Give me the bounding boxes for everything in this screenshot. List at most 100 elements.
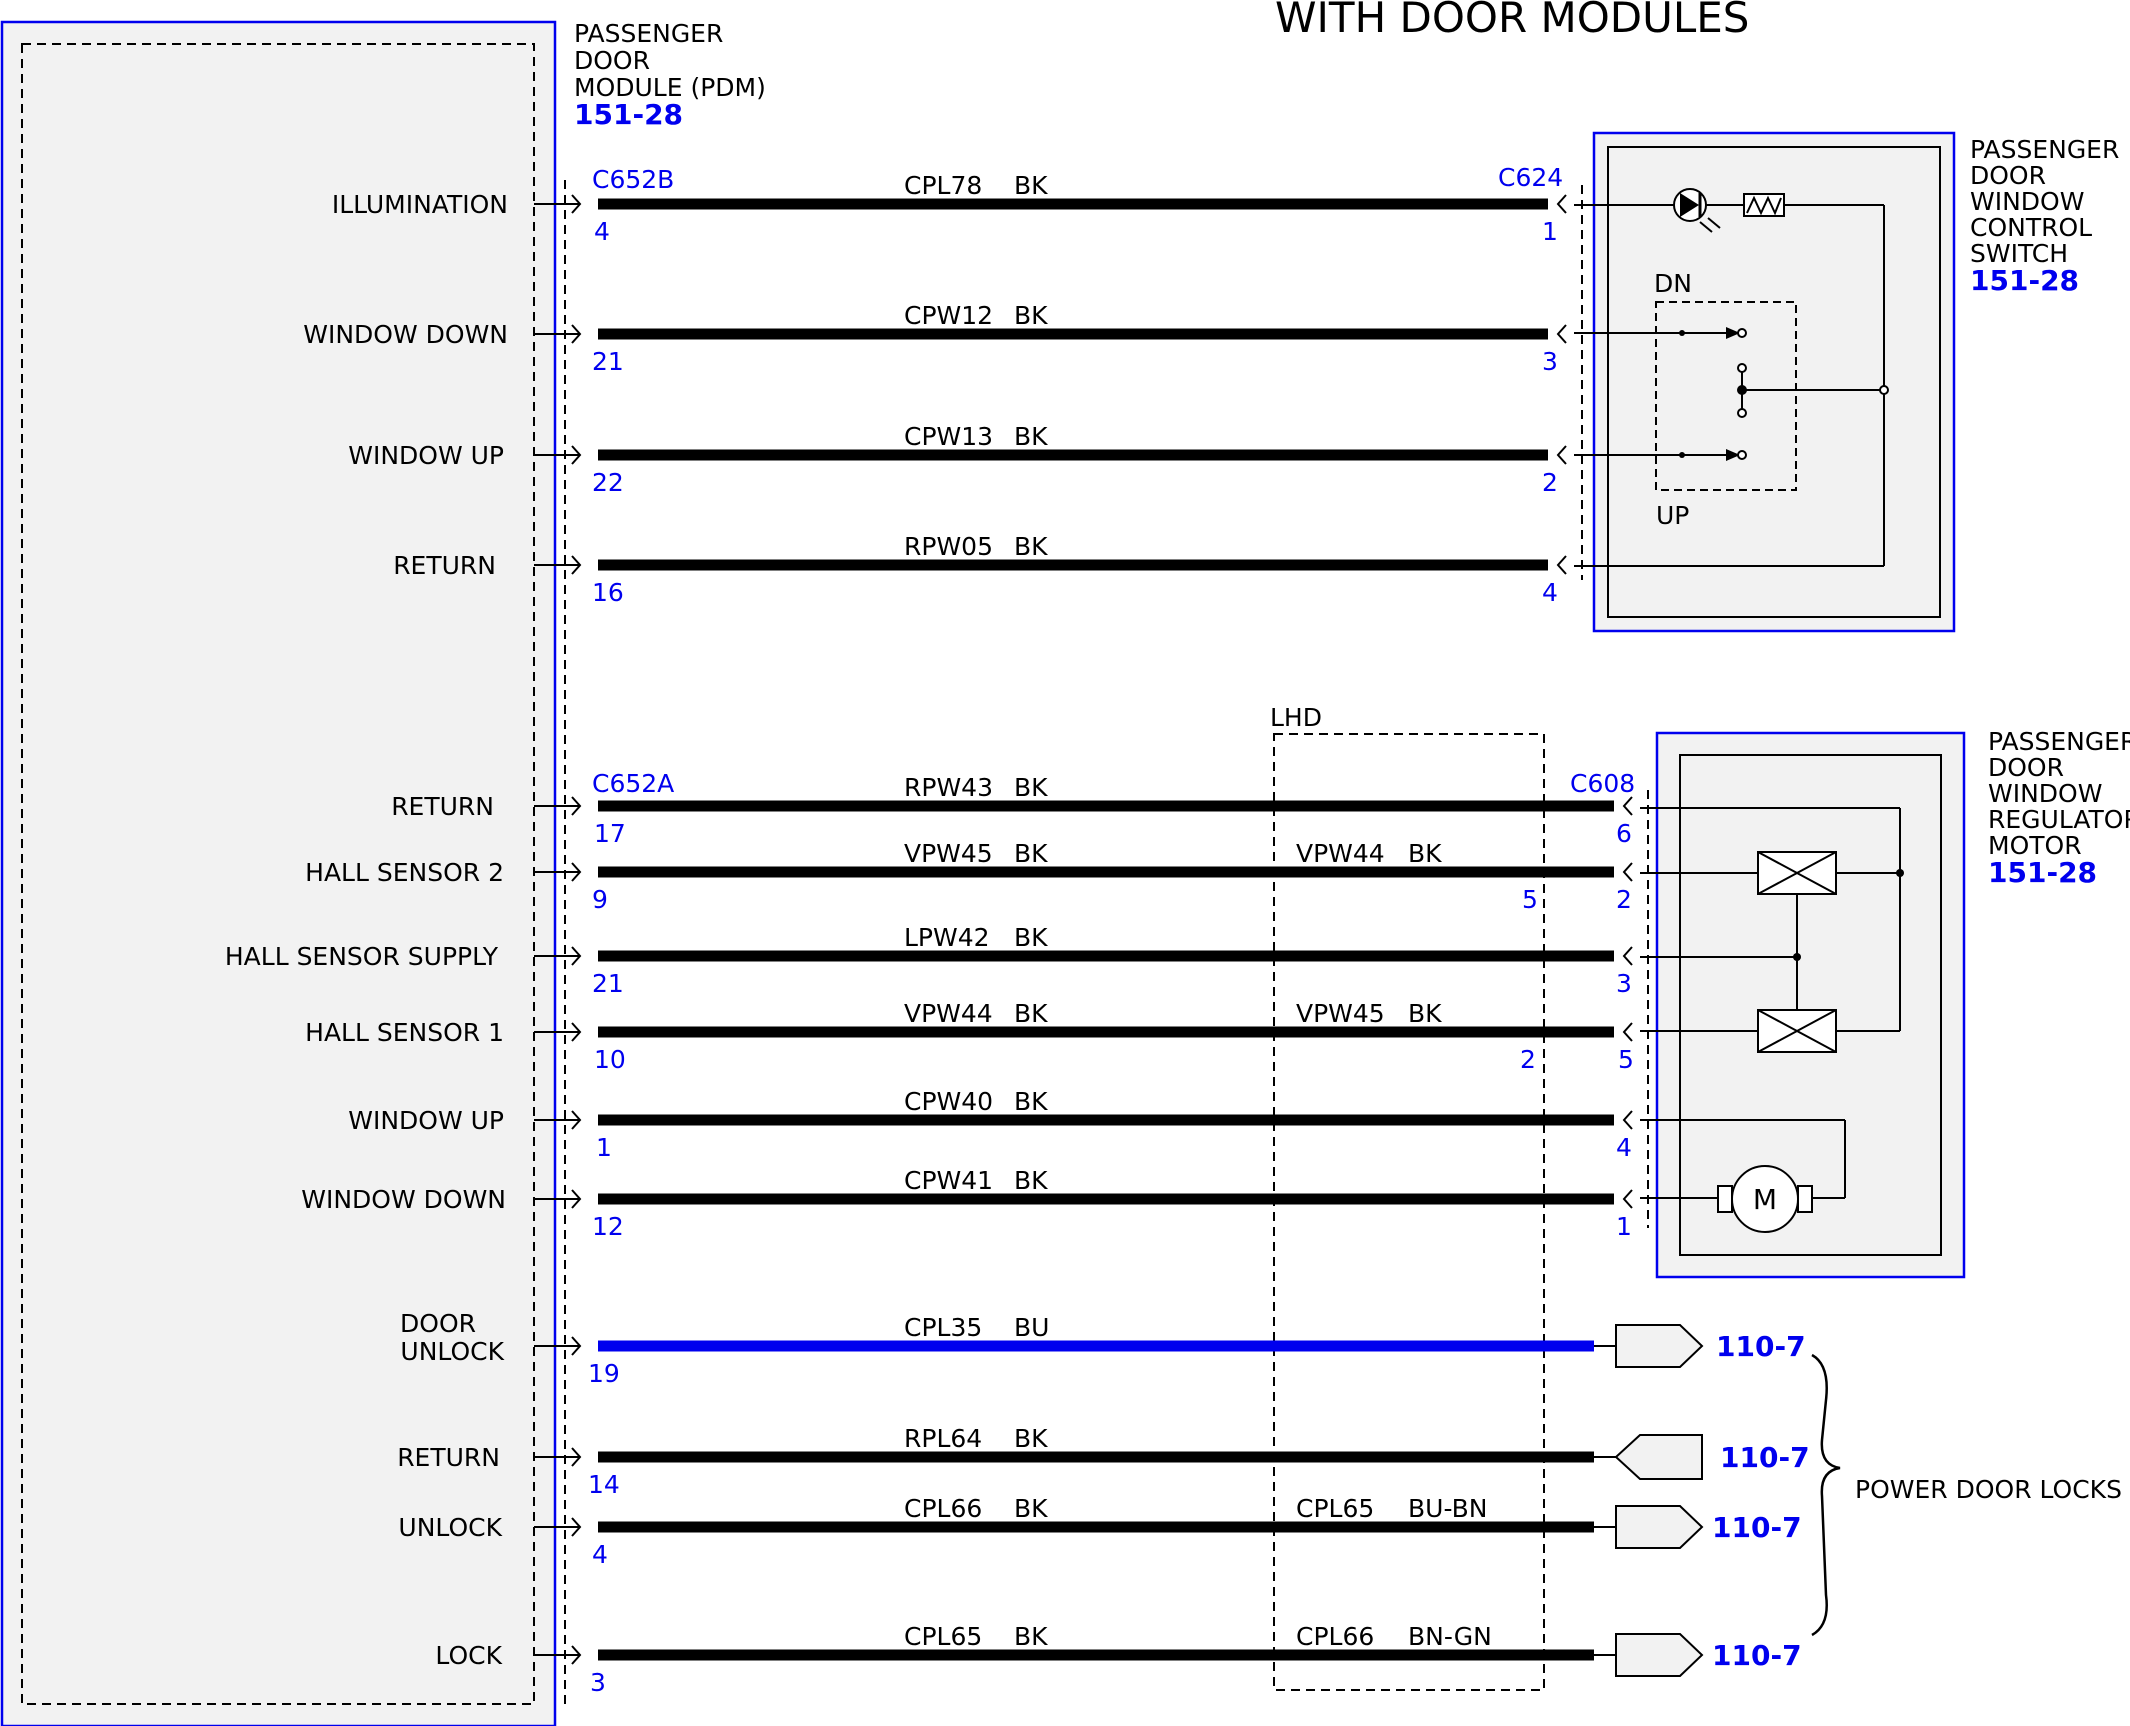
page-ref-link[interactable]: 110-7: [1712, 1511, 1802, 1544]
switch-label-line-3: WINDOW: [1970, 187, 2084, 216]
pin-right: 1: [1542, 217, 1558, 246]
switch-label-line-4: CONTROL: [1970, 213, 2092, 242]
connector-c624: C624: [1498, 163, 1563, 192]
pin-left: 22: [592, 468, 624, 497]
pin-left: 17: [594, 819, 626, 848]
wire-circuit: CPL78: [904, 171, 982, 200]
wire-color-code: BK: [1014, 1622, 1048, 1651]
wire-circuit: RPL64: [904, 1424, 982, 1453]
wire-circuit: CPL35: [904, 1313, 982, 1342]
pin-lhd: 2: [1520, 1045, 1536, 1074]
wire-color-code: BK: [1014, 301, 1048, 330]
pin-lhd: 5: [1522, 885, 1538, 914]
page-ref-link[interactable]: 110-7: [1712, 1639, 1802, 1672]
terminal-left: [571, 445, 582, 465]
wire-color-code: BK: [1014, 923, 1048, 952]
wire-lhd-color-code: BK: [1408, 839, 1442, 868]
motor-ref: 151-28: [1988, 856, 2097, 889]
terminal-right: [1622, 796, 1633, 816]
wire-label: UNLOCK: [398, 1513, 502, 1542]
switch-dn-label: DN: [1654, 269, 1692, 298]
wire-circuit: CPW41: [904, 1166, 993, 1195]
wire-color-code: BK: [1014, 1424, 1048, 1453]
wire-color-code: BK: [1014, 171, 1048, 200]
wire-lhd-circuit: VPW44: [1296, 839, 1385, 868]
wire-circuit: RPW05: [904, 532, 993, 561]
lhd-region: LHD: [1270, 703, 1545, 1691]
wire-circuit: CPW12: [904, 301, 993, 330]
motor-symbol: M: [1753, 1183, 1777, 1216]
pin-left: 12: [592, 1212, 624, 1241]
terminal-right: [1622, 1189, 1633, 1209]
power-door-locks-label: POWER DOOR LOCKS: [1855, 1475, 2122, 1504]
terminal-left: [571, 1447, 582, 1467]
wire-lhd-circuit: CPL65: [1296, 1494, 1374, 1523]
wire-lhd-circuit: CPL66: [1296, 1622, 1374, 1651]
connector-c608: C608: [1570, 769, 1635, 798]
connector-c652a: C652A: [592, 769, 674, 798]
window-control-switch: DN UP PASSENGER DOOR WINDOW CONTROL SWIT…: [1574, 131, 2119, 633]
terminal-left: [571, 946, 582, 966]
wire-color-code: BK: [1014, 1494, 1048, 1523]
wire-circuit: VPW44: [904, 999, 993, 1028]
wire-color-code: BK: [1014, 422, 1048, 451]
pin-left: 4: [592, 1540, 608, 1569]
wire-label: WINDOW UP: [348, 441, 504, 470]
pin-right: 6: [1616, 819, 1632, 848]
wire-color-code: BK: [1014, 773, 1048, 802]
switch-up-label: UP: [1656, 501, 1689, 530]
wire-color-code: BK: [1014, 1166, 1048, 1195]
wire-lhd-color-code: BK: [1408, 999, 1442, 1028]
terminal-right: [1622, 1110, 1633, 1130]
wire-lhd-circuit: VPW45: [1296, 999, 1385, 1028]
wire-label: HALL SENSOR SUPPLY: [225, 942, 499, 971]
terminal-left: [571, 1189, 582, 1209]
wire-color-code: BK: [1014, 999, 1048, 1028]
terminal-right: [1622, 862, 1633, 882]
motor-label-line-2: DOOR: [1988, 753, 2064, 782]
terminal-right: [1556, 445, 1567, 465]
resistor-icon: [1743, 193, 1785, 217]
diagram-title: WITH DOOR MODULES: [1275, 0, 1749, 42]
terminal-right: [1556, 194, 1567, 214]
page-ref-flag: [1614, 1434, 1703, 1480]
wire-lhd-color-code: BU-BN: [1408, 1494, 1487, 1523]
wire-color-code: BK: [1014, 839, 1048, 868]
pin-left: 9: [592, 885, 608, 914]
lhd-label: LHD: [1270, 703, 1322, 732]
motor-label-line-1: PASSENGER: [1988, 727, 2130, 756]
wire-circuit: VPW45: [904, 839, 993, 868]
page-ref-link[interactable]: 110-7: [1720, 1441, 1810, 1474]
pin-right: 4: [1616, 1133, 1632, 1162]
hall-sensor-1-icon: [1757, 1009, 1837, 1053]
pin-left: 1: [596, 1133, 612, 1162]
motor-label-line-4: REGULATOR: [1988, 805, 2130, 834]
pin-left: 10: [594, 1045, 626, 1074]
wire-label: HALL SENSOR 1: [305, 1018, 504, 1047]
power-door-locks-brace: POWER DOOR LOCKS: [1811, 1353, 2122, 1637]
wire-label: UNLOCK: [400, 1337, 504, 1366]
terminal-left: [571, 1645, 582, 1665]
wire-circuit: CPW13: [904, 422, 993, 451]
pdm-ref: 151-28: [574, 98, 683, 131]
wire-color-code: BK: [1014, 532, 1048, 561]
pin-left: 4: [594, 217, 610, 246]
terminal-left: [571, 862, 582, 882]
pin-right: 4: [1542, 578, 1558, 607]
terminal-left: [571, 1336, 582, 1356]
page-ref-flag: [1615, 1505, 1704, 1549]
pin-left: 14: [588, 1470, 620, 1499]
wire-label: LOCK: [435, 1641, 502, 1670]
terminal-right: [1622, 946, 1633, 966]
wire-label: WINDOW UP: [348, 1106, 504, 1135]
wire-label: WINDOW DOWN: [301, 1185, 506, 1214]
wire-circuit: CPL65: [904, 1622, 982, 1651]
passenger-door-module: PASSENGER DOOR MODULE (PDM) 151-28: [0, 19, 766, 1726]
connector-c652b: C652B: [592, 165, 674, 194]
terminal-left: [571, 1110, 582, 1130]
pin-left: 21: [592, 347, 624, 376]
page-ref-link[interactable]: 110-7: [1716, 1330, 1806, 1363]
wire-label: DOOR: [400, 1309, 476, 1338]
